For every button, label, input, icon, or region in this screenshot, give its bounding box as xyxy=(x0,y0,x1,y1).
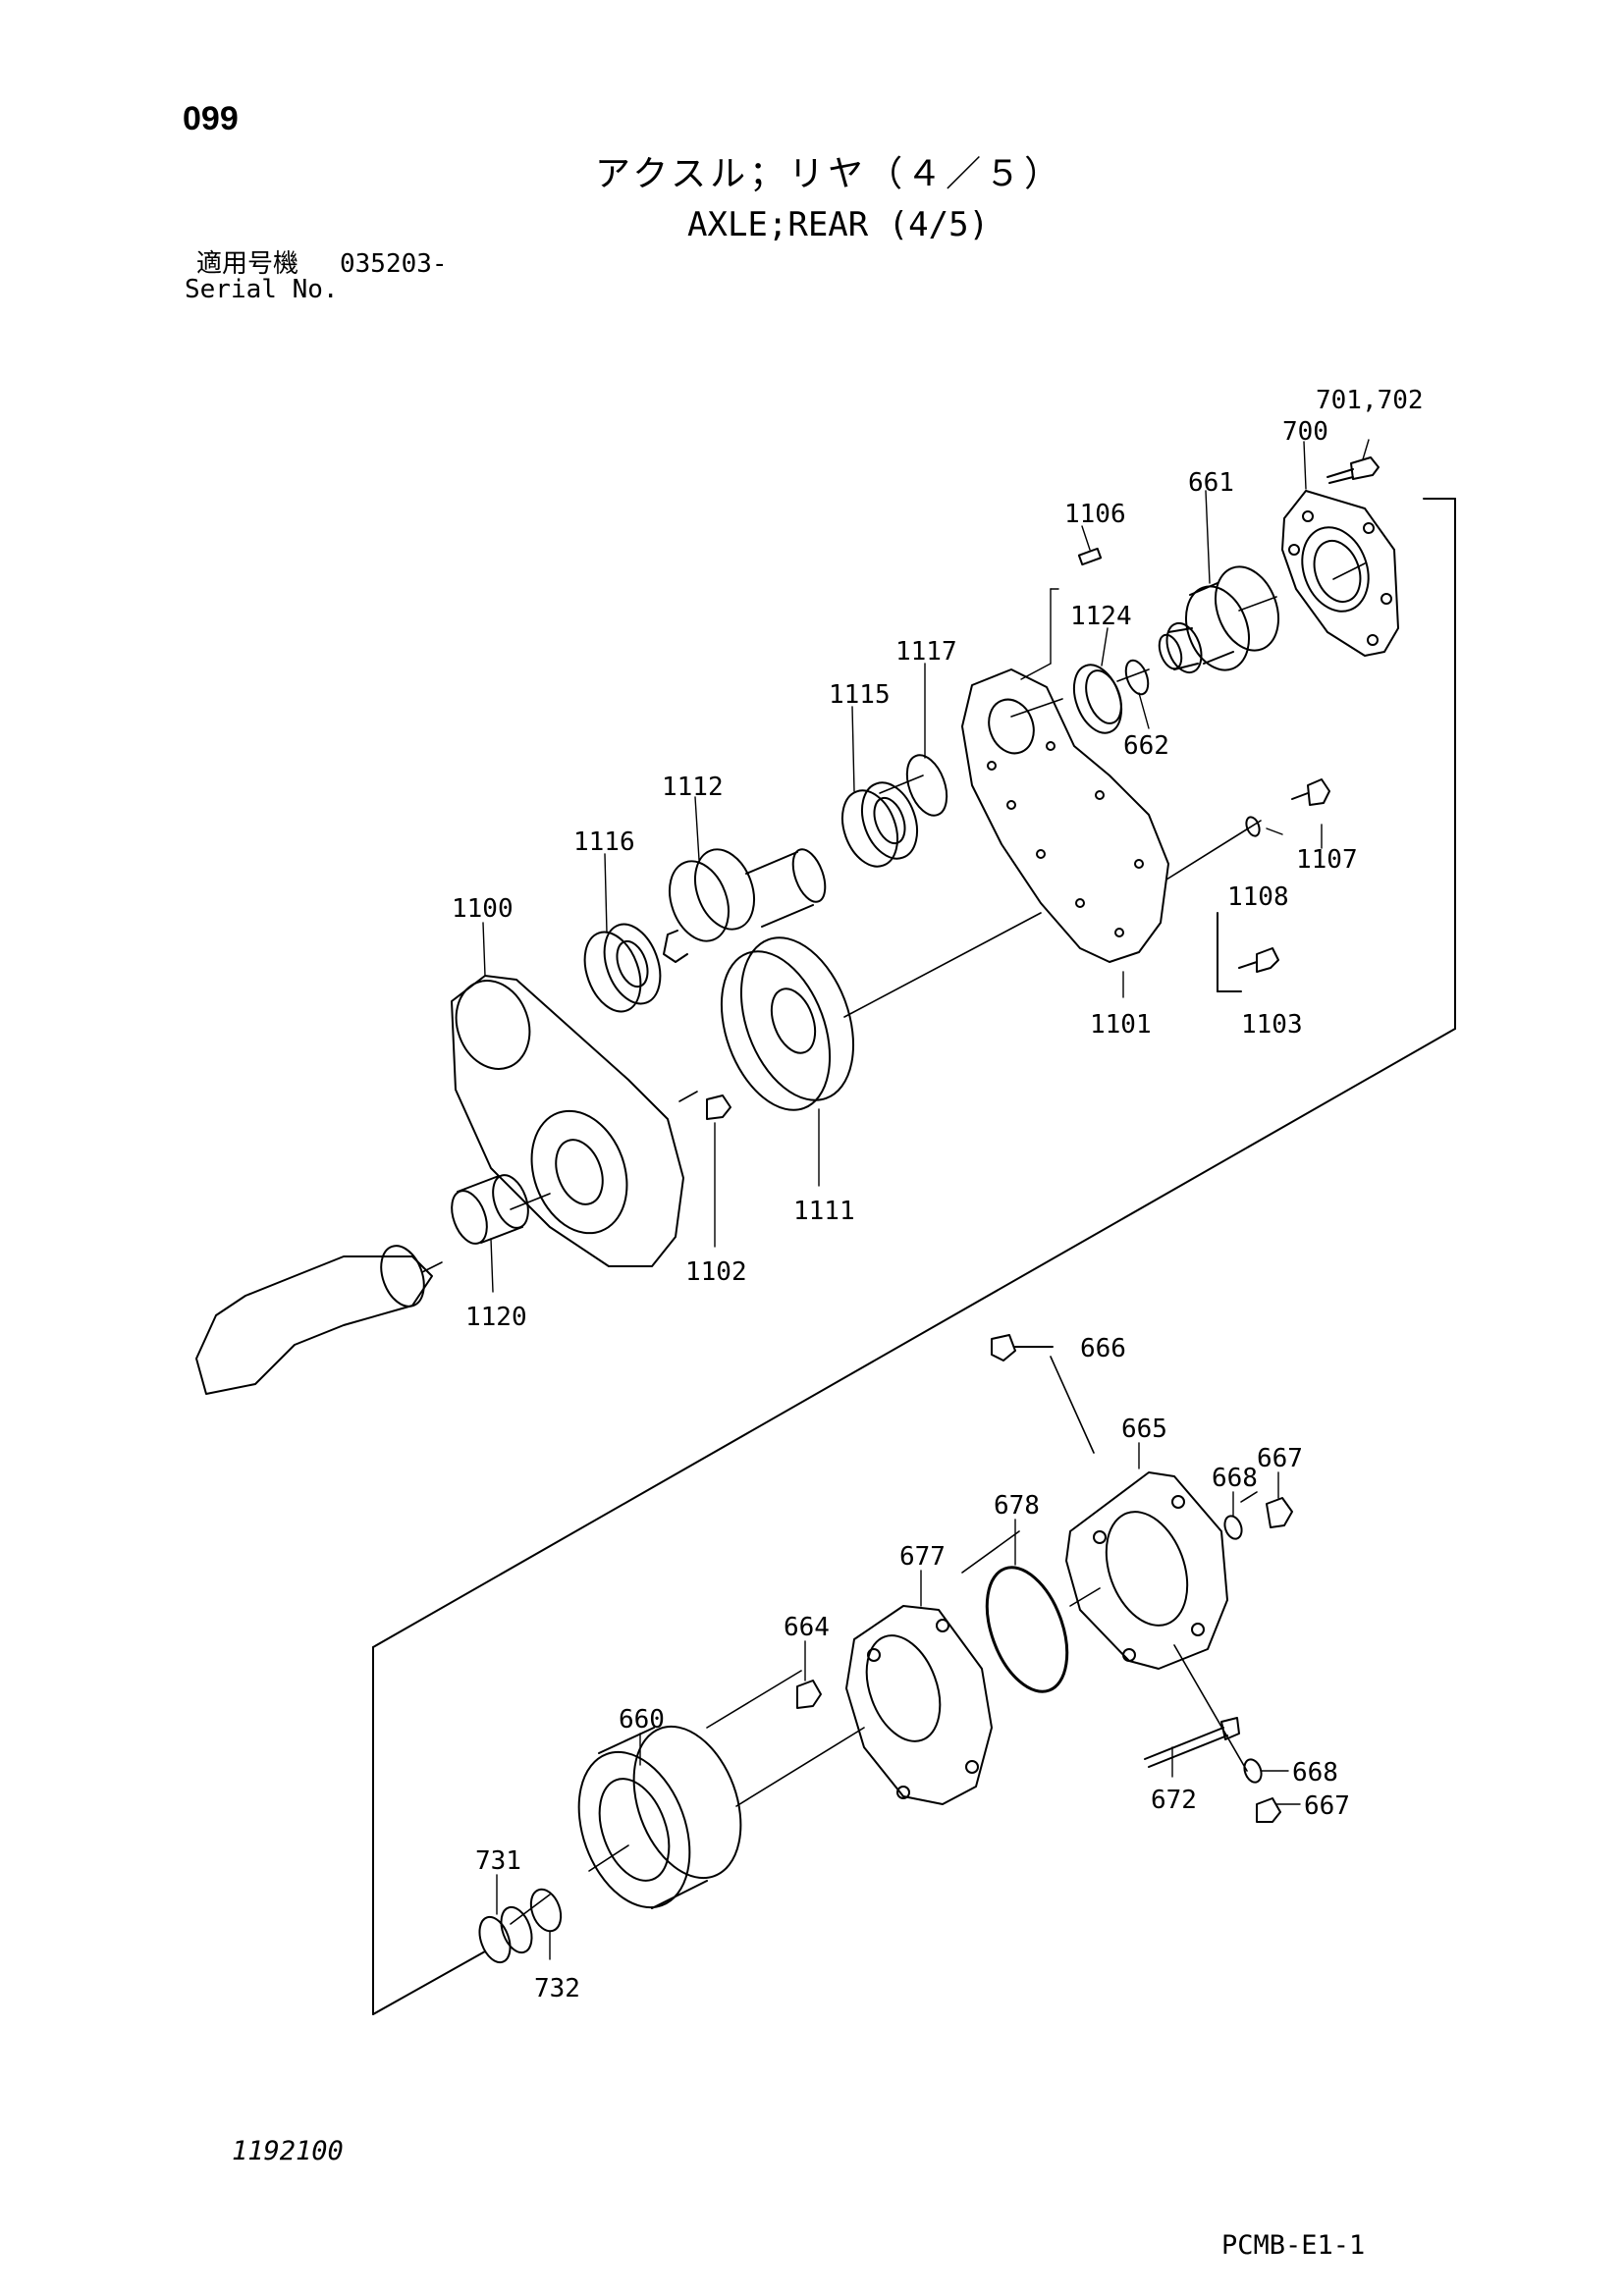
callout-1115: 1115 xyxy=(829,680,891,710)
callout-731: 731 xyxy=(475,1846,521,1876)
title-english: AXLE;REAR (4/5) xyxy=(687,205,990,244)
title-japanese: アクスル；リヤ（４／５） xyxy=(595,154,1064,194)
callout-667-lower: 667 xyxy=(1304,1791,1350,1821)
callout-700: 700 xyxy=(1282,417,1328,447)
document-code: PCMB-E1-1 xyxy=(1221,2230,1366,2261)
part-1116-bearing xyxy=(583,923,662,1013)
part-1124-ring xyxy=(1072,664,1123,734)
page-number: 099 xyxy=(183,100,239,137)
callout-668-upper: 668 xyxy=(1212,1464,1258,1493)
callout-732: 732 xyxy=(534,1974,580,2003)
callout-1108: 1108 xyxy=(1227,882,1289,912)
part-665-flange xyxy=(1065,1471,1228,1670)
assembly-frame xyxy=(372,498,1456,2015)
part-677-adapter xyxy=(845,1605,993,1805)
leader-lines xyxy=(482,439,1370,1960)
part-667-668-upper xyxy=(1223,1497,1293,1540)
part-1101-housing xyxy=(961,668,1169,963)
callout-678: 678 xyxy=(994,1491,1040,1521)
part-666-breather xyxy=(991,1334,1054,1362)
callout-1103: 1103 xyxy=(1241,1010,1303,1040)
callout-1101: 1101 xyxy=(1090,1010,1152,1040)
callout-1106: 1106 xyxy=(1064,500,1126,529)
drive-pinion-shaft xyxy=(195,1245,433,1395)
callout-1116: 1116 xyxy=(573,828,635,857)
callout-1111: 1111 xyxy=(793,1197,855,1226)
part-1100-housing xyxy=(451,975,684,1267)
part-1102-plug xyxy=(706,1095,731,1120)
part-1107-plug xyxy=(1291,778,1330,806)
part-660-hub xyxy=(577,1725,742,1909)
callout-1112: 1112 xyxy=(662,773,724,802)
part-700-cover xyxy=(1281,490,1399,657)
part-1120-bushing xyxy=(451,1174,529,1245)
part-731-732 xyxy=(478,1888,563,1964)
part-672-bolt xyxy=(1144,1717,1240,1768)
callout-672: 672 xyxy=(1151,1786,1197,1815)
part-1115-bearing xyxy=(840,781,919,868)
part-701-702-bolt xyxy=(1326,456,1380,484)
callout-1102: 1102 xyxy=(685,1257,747,1287)
callout-664: 664 xyxy=(784,1613,830,1642)
part-662-snap-ring xyxy=(1124,659,1150,696)
callout-1107: 1107 xyxy=(1296,845,1358,875)
part-1106-pin xyxy=(1077,547,1103,566)
drawing-number: 1192100 xyxy=(232,2136,344,2166)
part-1117-snap-ring xyxy=(905,754,948,817)
part-1108-seal xyxy=(1245,816,1261,837)
callout-667-upper: 667 xyxy=(1257,1444,1303,1473)
callout-1100: 1100 xyxy=(452,894,514,924)
serial-label-english: Serial No. xyxy=(185,275,339,304)
callout-665: 665 xyxy=(1121,1415,1167,1444)
callout-668-lower: 668 xyxy=(1292,1758,1338,1788)
part-678-o-ring xyxy=(985,1566,1069,1693)
part-668-667-lower xyxy=(1243,1758,1281,1823)
callout-666: 666 xyxy=(1080,1334,1126,1363)
callout-1124: 1124 xyxy=(1070,602,1132,631)
callout-677: 677 xyxy=(899,1542,946,1572)
serial-value: 035203- xyxy=(340,249,448,279)
part-callouts: 701,702 700 661 1106 1124 662 1117 1115 … xyxy=(452,386,1424,2003)
callout-661: 661 xyxy=(1188,468,1234,498)
part-661-gear xyxy=(1158,565,1279,674)
part-1103-bolt xyxy=(1217,912,1279,992)
serial-label-japanese: 適用号機 xyxy=(196,249,299,279)
part-1112-pinion-shaft xyxy=(663,848,827,963)
callout-1117: 1117 xyxy=(895,637,957,667)
axis-lines xyxy=(421,562,1366,1925)
part-664-bolt xyxy=(796,1680,822,1709)
callout-662: 662 xyxy=(1123,731,1169,761)
callout-1120: 1120 xyxy=(465,1303,527,1332)
part-1111-gear xyxy=(720,936,855,1111)
callout-660: 660 xyxy=(619,1705,665,1735)
callout-701-702: 701,702 xyxy=(1316,386,1424,415)
